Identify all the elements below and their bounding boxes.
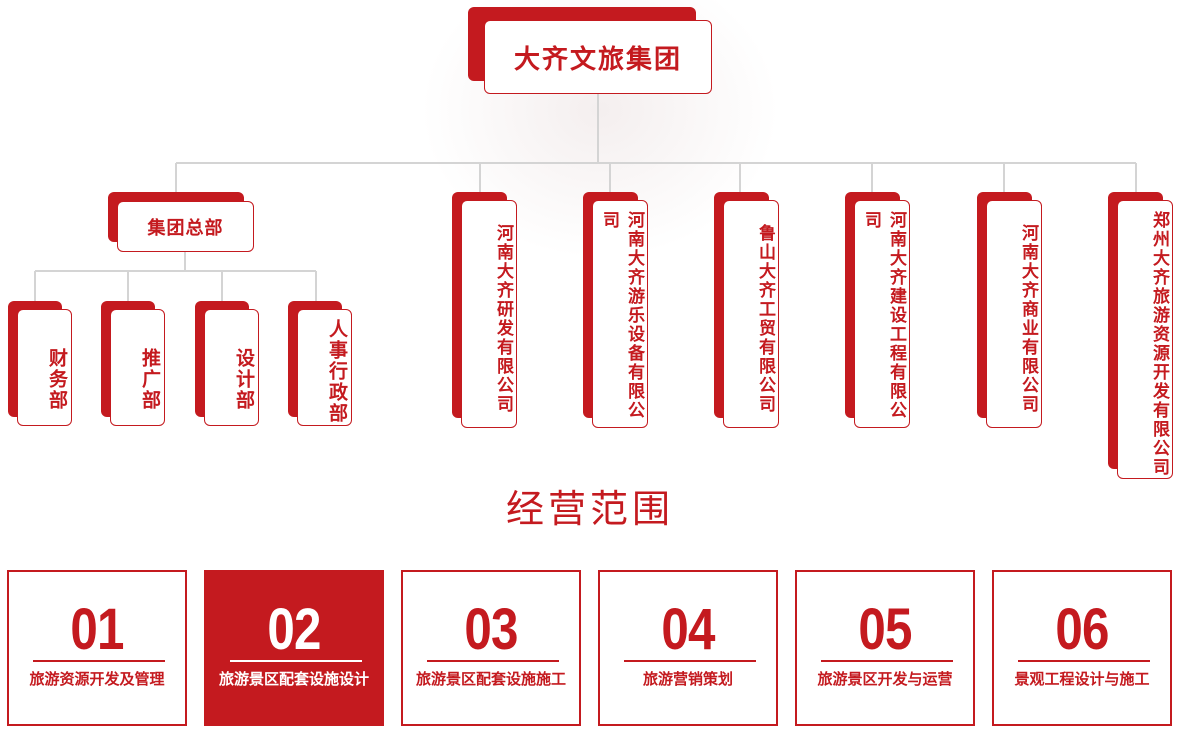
scope-card[interactable]: 06 景观工程设计与施工 xyxy=(992,570,1172,726)
scope-card-label: 旅游景区配套设施施工 xyxy=(415,670,566,688)
scope-card-number: 01 xyxy=(70,597,124,662)
org-dept-node: 推广部 xyxy=(101,301,165,427)
scope-card-label: 旅游景区开发与运营 xyxy=(817,670,953,688)
org-dept-label: 设计部 xyxy=(204,309,259,426)
org-company-label: 鲁山大齐工贸有限公司 xyxy=(723,200,779,428)
scope-card-number: 04 xyxy=(661,597,715,662)
scope-card-label: 旅游营销策划 xyxy=(642,670,733,688)
scope-card-label: 景观工程设计与施工 xyxy=(1014,670,1150,688)
org-dept-node: 人事行政部 xyxy=(288,301,352,427)
org-company-label: 河南大齐商业有限公司 xyxy=(986,200,1042,428)
org-hq-node: 集团总部 xyxy=(108,192,254,252)
scope-card-label: 旅游资源开发及管理 xyxy=(29,670,165,688)
business-scope-title: 经营范围 xyxy=(505,487,674,531)
scope-card-divider xyxy=(624,660,756,662)
org-dept-node: 设计部 xyxy=(195,301,259,427)
org-root-label: 大齐文旅集团 xyxy=(484,20,712,94)
scope-card[interactable]: 03 旅游景区配套设施施工 xyxy=(401,570,581,726)
scope-card-divider xyxy=(427,660,559,662)
scope-card-active[interactable]: 02 旅游景区配套设施设计 xyxy=(204,570,384,726)
scope-card-divider xyxy=(230,660,362,662)
org-dept-label: 人事行政部 xyxy=(297,309,352,426)
org-company-node: 郑州大齐旅游资源开发有限公司 xyxy=(1108,192,1173,479)
org-dept-label: 推广部 xyxy=(110,309,165,426)
org-company-label: 郑州大齐旅游资源开发有限公司 xyxy=(1117,200,1173,479)
scope-card-number: 05 xyxy=(858,597,912,662)
scope-card-divider xyxy=(821,660,953,662)
scope-card-number: 02 xyxy=(267,597,321,662)
org-company-label: 河南大齐研发有限公司 xyxy=(461,200,517,428)
org-hq-label: 集团总部 xyxy=(117,201,254,252)
scope-card-divider xyxy=(1018,660,1150,662)
scope-card-divider xyxy=(33,660,165,662)
org-company-node: 河南大齐商业有限公司 xyxy=(977,192,1042,428)
org-dept-label: 财务部 xyxy=(17,309,72,426)
scope-card[interactable]: 04 旅游营销策划 xyxy=(598,570,778,726)
scope-card-label: 旅游景区配套设施设计 xyxy=(218,670,369,688)
scope-card[interactable]: 05 旅游景区开发与运营 xyxy=(795,570,975,726)
scope-card[interactable]: 01 旅游资源开发及管理 xyxy=(7,570,187,726)
org-company-label: 河南大齐游乐设备有限公司 xyxy=(592,200,648,428)
scope-card-number: 06 xyxy=(1055,597,1109,662)
org-root-node: 大齐文旅集团 xyxy=(468,7,712,95)
org-company-label: 河南大齐建设工程有限公司 xyxy=(854,200,910,428)
org-company-node: 鲁山大齐工贸有限公司 xyxy=(714,192,779,428)
org-company-node: 河南大齐建设工程有限公司 xyxy=(845,192,910,428)
org-dept-node: 财务部 xyxy=(8,301,72,427)
org-company-node: 河南大齐研发有限公司 xyxy=(452,192,517,428)
scope-card-number: 03 xyxy=(464,597,518,662)
org-company-node: 河南大齐游乐设备有限公司 xyxy=(583,192,648,428)
